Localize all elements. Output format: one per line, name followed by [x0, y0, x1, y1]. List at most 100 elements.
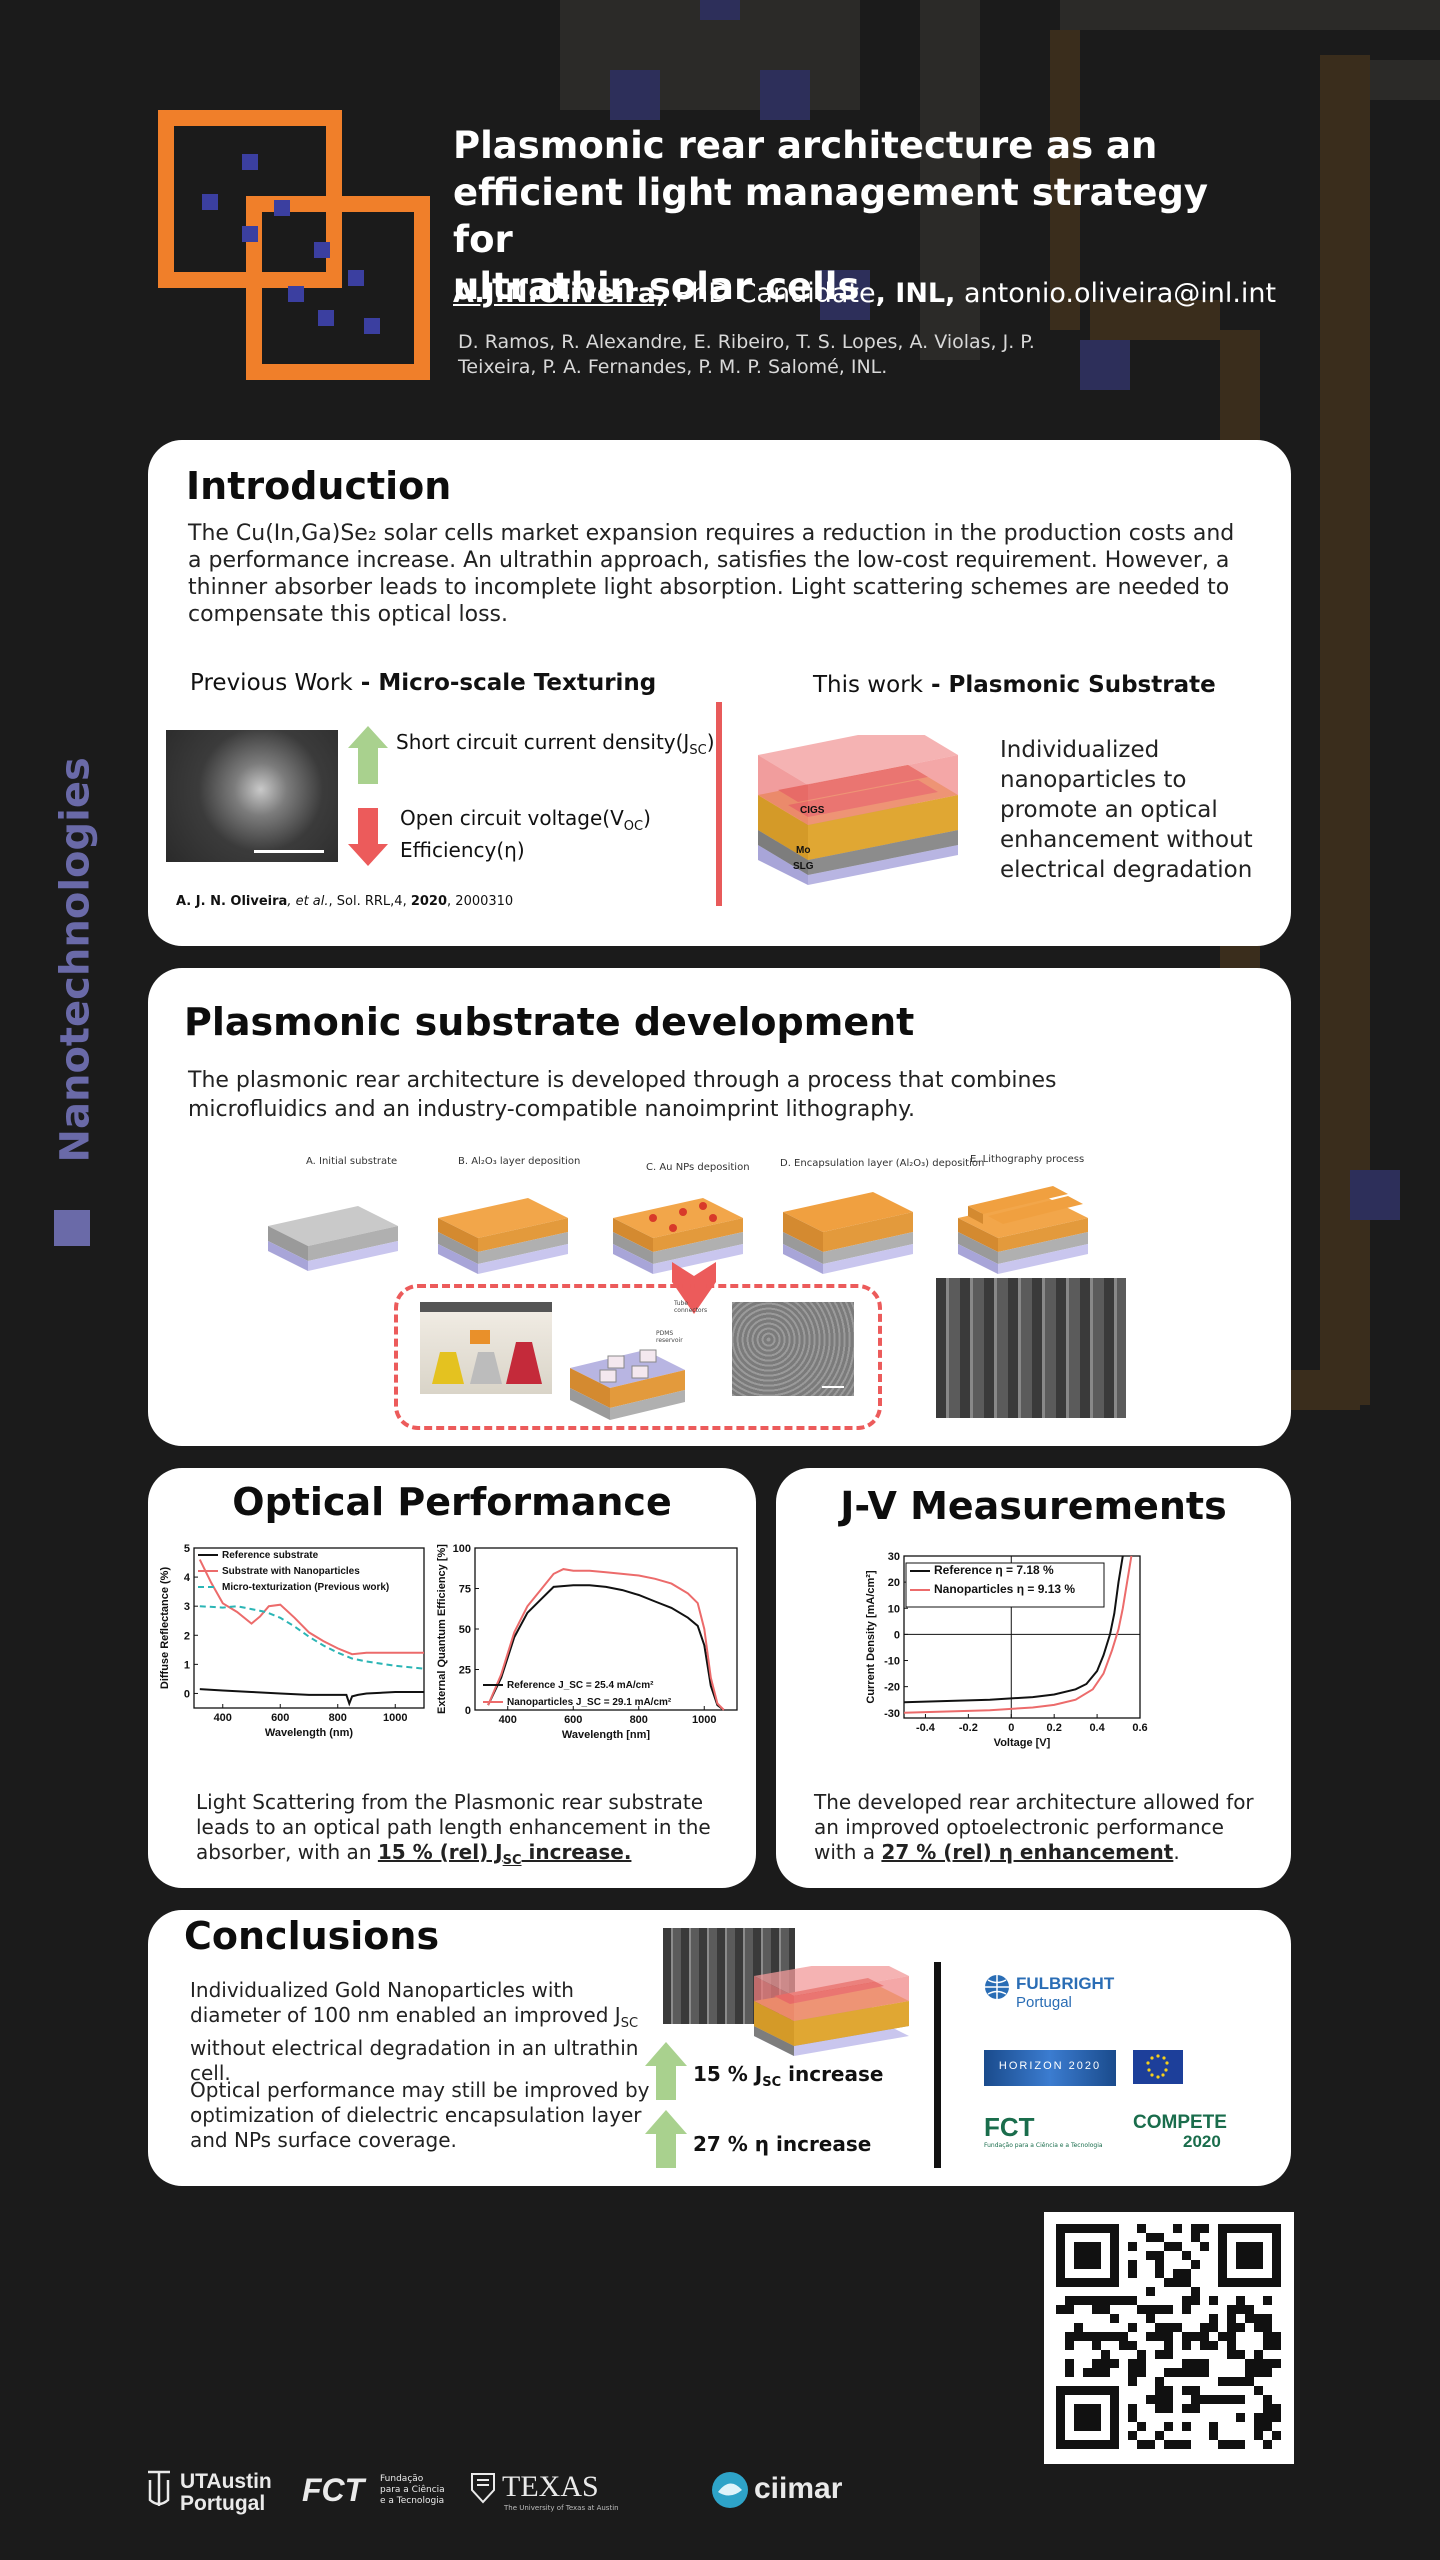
- author-line: A.J.N.Oliveira, PhD Candidate, INL, anto…: [453, 278, 1276, 309]
- qr-module: [1146, 2287, 1155, 2296]
- coauthors-line-1: D. Ramos, R. Alexandre, E. Ribeiro, T. S…: [458, 331, 1035, 353]
- qr-module: [1173, 2323, 1182, 2332]
- qr-module: [1164, 2323, 1173, 2332]
- x-tick-label: 0.2: [1047, 1722, 1062, 1734]
- qr-module: [1164, 2404, 1173, 2413]
- qr-module: [1083, 2368, 1092, 2377]
- qr-module: [1236, 2296, 1245, 2305]
- qr-module: [1065, 2296, 1074, 2305]
- title-line-1: Plasmonic rear architecture as an: [453, 124, 1158, 167]
- utaustin-name: UTAustin: [180, 2470, 272, 2493]
- legend-entry: Reference J_SC = 25.4 mA/cm²: [507, 1680, 654, 1691]
- sem-image-grating: [936, 1278, 1126, 1418]
- qr-module: [1209, 2422, 1218, 2431]
- qr-module: [1065, 2332, 1074, 2341]
- qr-code[interactable]: [1044, 2212, 1294, 2464]
- plasmonic-stack-illustration: CIGS Mo SLG: [758, 735, 958, 885]
- stack-label-cigs: CIGS: [800, 805, 825, 816]
- qr-module: [1227, 2350, 1236, 2359]
- step-e-label: E. Lithography process: [970, 1154, 1085, 1165]
- qr-module: [1119, 2296, 1128, 2305]
- series-line-2: [199, 1605, 425, 1670]
- stack-label-mo: Mo: [796, 845, 810, 856]
- series-line-0: [199, 1688, 424, 1707]
- qr-module: [1128, 2269, 1137, 2278]
- qr-module: [1155, 2395, 1164, 2404]
- y-tick-label: 5: [184, 1543, 190, 1555]
- horizon-logo: HORIZON 2020: [984, 2050, 1116, 2086]
- qr-module: [1164, 2395, 1173, 2404]
- qr-module: [1173, 2224, 1182, 2233]
- author-institution: , INL,: [875, 278, 956, 309]
- qr-module: [1110, 2314, 1119, 2323]
- sem-image-nanoparticles: [732, 1302, 854, 1396]
- qr-module: [1263, 2332, 1272, 2341]
- introduction-heading: Introduction: [186, 464, 452, 508]
- qr-module: [1146, 2440, 1155, 2449]
- qr-module: [1209, 2296, 1218, 2305]
- qr-module: [1128, 2296, 1137, 2305]
- qr-module: [1227, 2341, 1236, 2350]
- qr-module: [1074, 2296, 1083, 2305]
- qr-module: [1236, 2350, 1245, 2359]
- qr-module: [1263, 2368, 1272, 2377]
- qr-module: [1182, 2278, 1191, 2287]
- author-role: PhD Candidate: [666, 278, 876, 309]
- series-line-1: [487, 1568, 725, 1711]
- qr-module: [1263, 2296, 1272, 2305]
- eu-flag-logo: [1133, 2050, 1183, 2084]
- qr-module: [1191, 2224, 1200, 2233]
- qr-module: [1218, 2377, 1227, 2386]
- series-line-1: [903, 1555, 1133, 1714]
- qr-module: [1254, 2350, 1263, 2359]
- qr-module: [1128, 2323, 1137, 2332]
- qr-module: [1227, 2314, 1236, 2323]
- qr-module: [1155, 2323, 1164, 2332]
- qr-code-pattern: [1056, 2224, 1281, 2449]
- qr-module: [1137, 2350, 1146, 2359]
- qr-module: [1146, 2395, 1155, 2404]
- qr-module: [1182, 2422, 1191, 2431]
- increase-efficiency: 27 % η increase: [693, 2132, 872, 2156]
- utaustin-icon: [148, 2470, 170, 2506]
- author-email[interactable]: antonio.oliveira@inl.int: [955, 278, 1277, 309]
- fct-sponsor-logo: FCT Fundação para a Ciência e a Tecnolog…: [984, 2112, 1114, 2152]
- x-tick-label: 600: [564, 1714, 582, 1726]
- qr-module: [1083, 2296, 1092, 2305]
- qr-module: [1245, 2377, 1254, 2386]
- scale-bar: [822, 1386, 844, 1388]
- series-line-0: [487, 1584, 725, 1711]
- qr-module: [1155, 2233, 1164, 2242]
- side-label-square: [54, 1210, 90, 1246]
- qr-module: [1182, 2386, 1191, 2395]
- qr-module: [1200, 2242, 1209, 2251]
- x-tick-label: 600: [271, 1712, 289, 1724]
- qr-module: [1065, 2359, 1074, 2368]
- qr-module: [1209, 2323, 1218, 2332]
- step-b-label: B. Al₂O₃ layer deposition: [458, 1156, 581, 1167]
- qr-module: [1191, 2260, 1200, 2269]
- qr-module: [1191, 2287, 1200, 2296]
- qr-module: [1128, 2368, 1137, 2377]
- qr-module: [1173, 2278, 1182, 2287]
- introduction-card: Introduction The Cu(In,Ga)Se₂ solar cell…: [148, 440, 1291, 946]
- side-label: Nanotechnologies: [50, 757, 99, 1250]
- qr-module: [1227, 2395, 1236, 2404]
- qr-module: [1155, 2350, 1164, 2359]
- qr-module: [1272, 2404, 1281, 2413]
- qr-module: [1146, 2251, 1155, 2260]
- qr-module: [1182, 2359, 1191, 2368]
- qr-module: [1065, 2305, 1074, 2314]
- qr-module: [1164, 2332, 1173, 2341]
- fct-sponsor-sub: Fundação para a Ciência e a Tecnologia: [984, 2142, 1103, 2149]
- conclusions-para-1: Individualized Gold Nanoparticles with d…: [190, 1978, 639, 2085]
- qr-module: [1236, 2323, 1245, 2332]
- qr-module: [1245, 2359, 1254, 2368]
- texas-sub: The University of Texas at Austin: [504, 2504, 619, 2512]
- pdms-reservoir-illustration: [570, 1349, 685, 1420]
- y-axis-label: Diffuse Reflectance (%): [159, 1567, 171, 1690]
- qr-module: [1254, 2386, 1263, 2395]
- qr-module: [1092, 2305, 1101, 2314]
- qr-module: [1119, 2332, 1128, 2341]
